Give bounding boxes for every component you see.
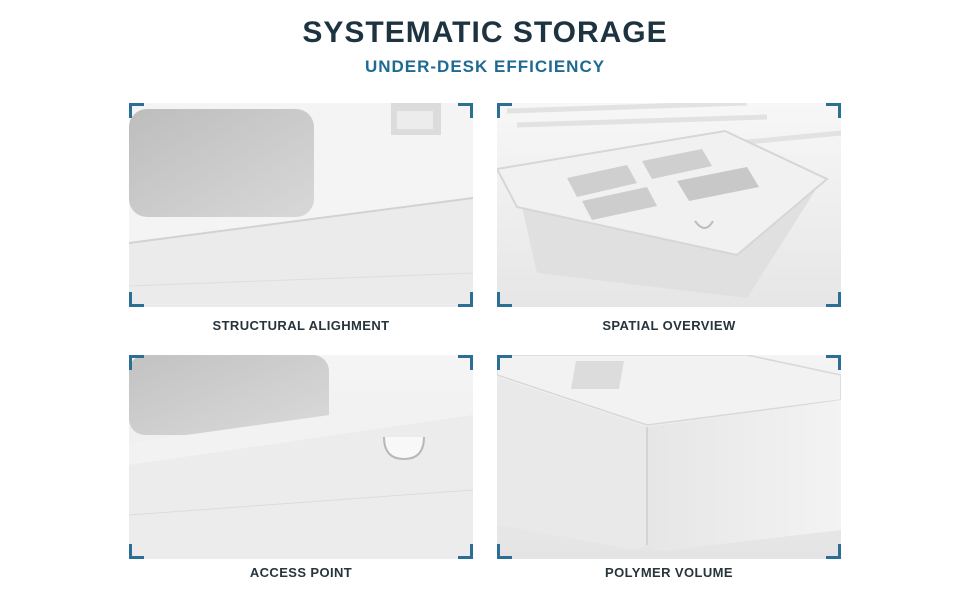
corner-bracket (129, 355, 144, 370)
panel-structural-alignment (129, 103, 473, 307)
corner-bracket (458, 544, 473, 559)
corner-bracket (458, 355, 473, 370)
panel-caption: POLYMER VOLUME (605, 565, 733, 580)
panel-spatial-overview (497, 103, 841, 307)
corner-bracket (458, 103, 473, 118)
panel-caption: SPATIAL OVERVIEW (602, 318, 736, 333)
storage-box-handle-image (129, 355, 473, 559)
corner-bracket (497, 103, 512, 118)
storage-drawer-overview-image (497, 103, 841, 307)
corner-bracket (826, 544, 841, 559)
corner-bracket (826, 292, 841, 307)
panel-caption: STRUCTURAL ALIGHMENT (212, 318, 390, 333)
corner-bracket (129, 292, 144, 307)
corner-bracket (497, 355, 512, 370)
panel-access-point (129, 355, 473, 559)
storage-box-corner-image (497, 355, 841, 559)
panel-caption: ACCESS POINT (249, 565, 353, 580)
corner-bracket (129, 544, 144, 559)
page-title: SYSTEMATIC STORAGE (302, 16, 668, 49)
storage-box-closeup-image (129, 103, 473, 307)
corner-bracket (497, 292, 512, 307)
corner-bracket (458, 292, 473, 307)
corner-bracket (826, 103, 841, 118)
corner-bracket (129, 103, 144, 118)
corner-bracket (826, 355, 841, 370)
corner-bracket (497, 544, 512, 559)
page-subtitle: UNDER-DESK EFFICIENCY (364, 57, 606, 76)
panel-polymer-volume (497, 355, 841, 559)
